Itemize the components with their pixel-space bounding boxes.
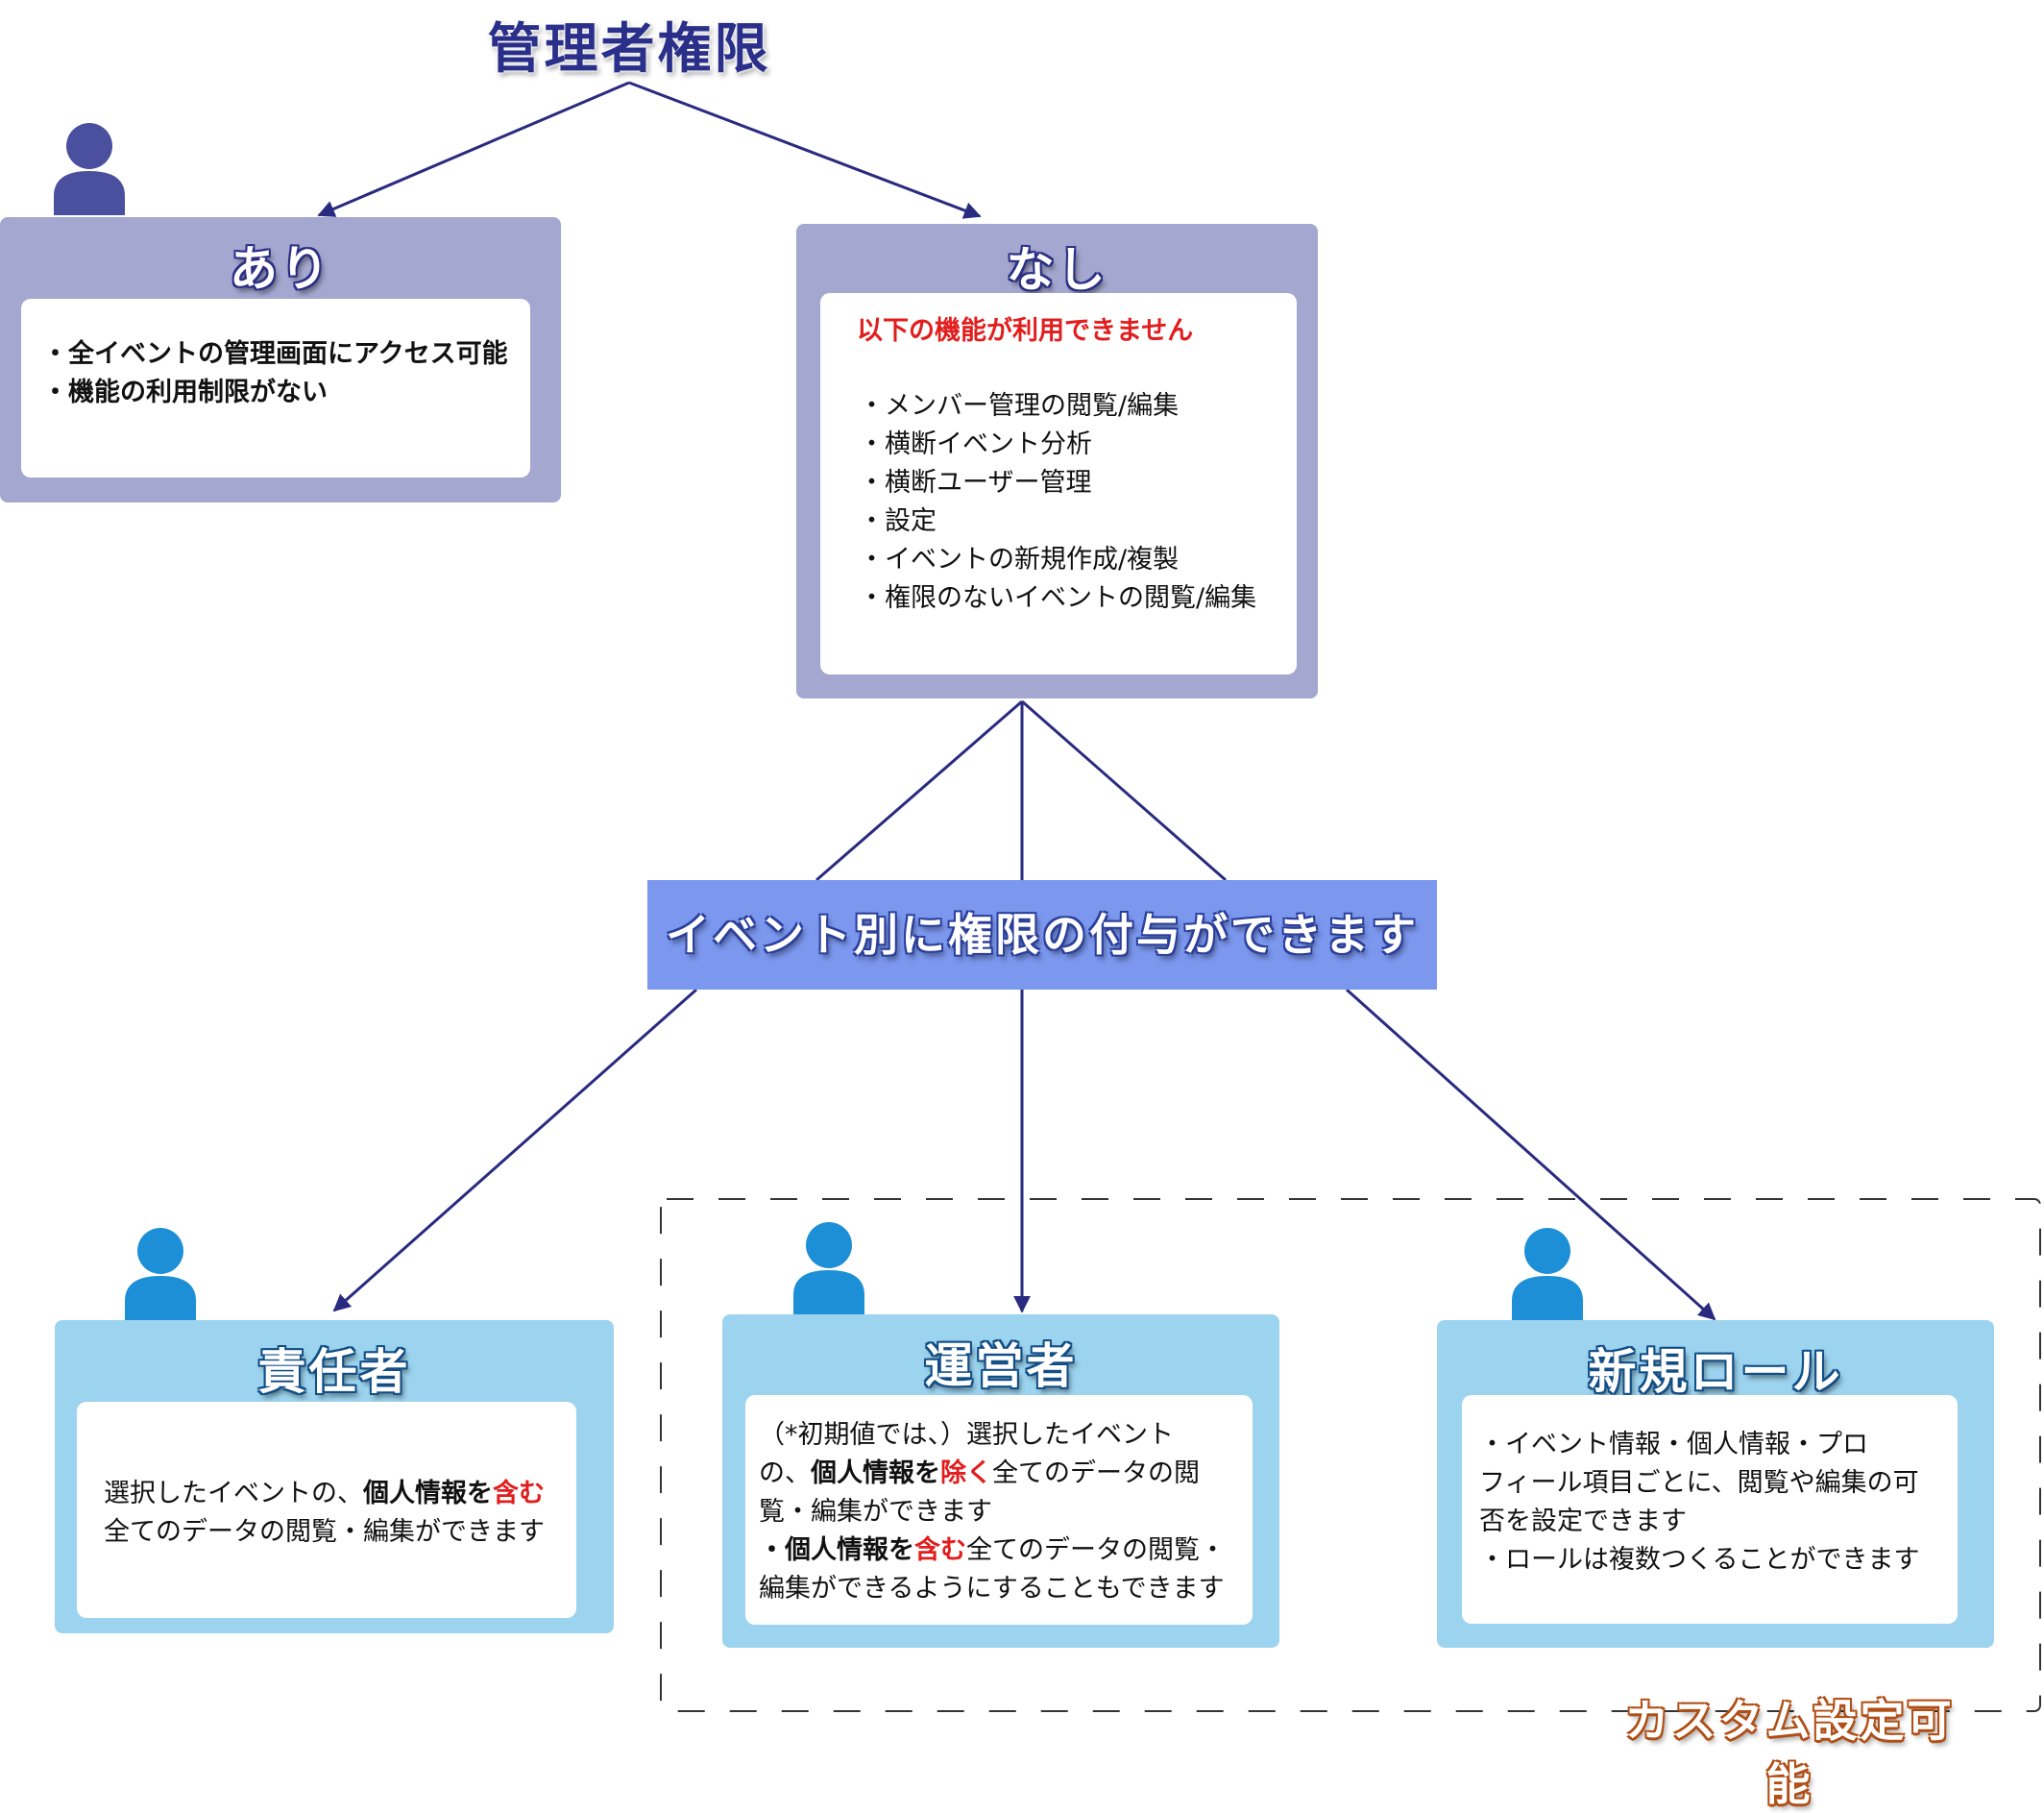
new-role-line-1: ・イベント情報・個人情報・プロ — [1479, 1430, 1868, 1459]
operator-line-5: 編集ができるようにすることもできます — [759, 1574, 1225, 1604]
admin-no-box: なし 以下の機能が利用できません ・メンバー管理の閲覧/編集 ・横断イベント分析… — [796, 224, 1318, 698]
text: の、 — [759, 1458, 811, 1488]
connector-lines — [317, 81, 2041, 1712]
operator-title: 運営者 — [924, 1338, 1078, 1394]
operator-line-3: 覧・編集ができます — [759, 1497, 992, 1527]
list-item: ・全イベントの管理画面にアクセス可能 — [42, 339, 508, 369]
admin-permission-title: 管理者権限 — [487, 18, 771, 81]
owner-description-line-1: 選択したイベントの、個人情報を含む — [104, 1475, 576, 1513]
operator-line-1: （*初期値では、）選択したイベント — [759, 1420, 1174, 1450]
list-item: ・機能の利用制限がない — [42, 378, 328, 407]
new-role-box: 新規ロール ・イベント情報・個人情報・プロ フィール項目ごとに、閲覧や編集の可 … — [1437, 1320, 1994, 1648]
list-item: ・権限のないイベントの閲覧/編集 — [859, 583, 1257, 613]
custom-settings-dashed-frame — [660, 1198, 2041, 1712]
arrow-title-to-yes — [317, 81, 630, 217]
list-item: ・横断ユーザー管理 — [859, 468, 1092, 498]
new-role-content: ・イベント情報・個人情報・プロ フィール項目ごとに、閲覧や編集の可 否を設定でき… — [1462, 1395, 1958, 1624]
user-icon — [1512, 1228, 1583, 1320]
text: 全てのデータの閲覧・ — [966, 1535, 1226, 1565]
list-item: ・メンバー管理の閲覧/編集 — [859, 391, 1180, 421]
event-permission-banner: イベント別に権限の付与ができます — [647, 880, 1437, 990]
owner-box: 責任者 選択したイベントの、個人情報を含む 全てのデータの閲覧・編集ができます — [55, 1320, 614, 1633]
personal-info-text: 個人情報を — [811, 1458, 940, 1488]
arrow-banner-to-new-role — [1345, 988, 1716, 1321]
text: 全てのデータの閲 — [992, 1458, 1200, 1488]
custom-settings-label: カスタム設定可能 — [1624, 1695, 1955, 1810]
admin-yes-content: ・全イベントの管理画面にアクセス可能 ・機能の利用制限がない — [21, 299, 530, 478]
new-role-title: 新規ロール — [1588, 1344, 1843, 1400]
operator-content: （*初期値では、）選択したイベント の、個人情報を除く全てのデータの閲 覧・編集… — [745, 1395, 1253, 1625]
owner-content: 選択したイベントの、個人情報を含む 全てのデータの閲覧・編集ができます — [77, 1402, 576, 1618]
text: 選択したイベントの、 — [104, 1479, 363, 1508]
admin-yes-title: あり — [230, 241, 331, 297]
user-icon — [793, 1222, 864, 1314]
admin-no-title: なし — [1006, 242, 1108, 298]
list-item: ・横断イベント分析 — [859, 429, 1092, 459]
arrow-banner-to-owner — [332, 988, 697, 1312]
list-item: ・イベントの新規作成/複製 — [859, 545, 1180, 575]
admin-no-content: 以下の機能が利用できません ・メンバー管理の閲覧/編集 ・横断イベント分析 ・横… — [820, 293, 1297, 674]
line-no-to-banner-right — [1021, 699, 1227, 882]
personal-info-text: ・個人情報を — [759, 1535, 914, 1565]
new-role-line-4: ・ロールは複数つくることができます — [1479, 1545, 1920, 1575]
operator-line-2: の、個人情報を除く全てのデータの閲 — [759, 1455, 1253, 1493]
list-item: ・設定 — [859, 506, 937, 536]
owner-description-line-2: 全てのデータの閲覧・編集ができます — [104, 1517, 545, 1547]
line-no-to-banner-left — [815, 699, 1023, 882]
include-highlight: 含む — [493, 1479, 545, 1508]
user-icon — [54, 123, 125, 215]
operator-line-4: ・個人情報を含む全てのデータの閲覧・ — [759, 1531, 1253, 1570]
arrow-title-to-no — [628, 81, 982, 219]
unavailable-warning: 以下の機能が利用できません — [857, 316, 1194, 346]
owner-title: 責任者 — [257, 1344, 411, 1400]
include-highlight: 含む — [914, 1535, 966, 1565]
new-role-line-2: フィール項目ごとに、閲覧や編集の可 — [1479, 1468, 1919, 1498]
operator-box: 運営者 （*初期値では、）選択したイベント の、個人情報を除く全てのデータの閲 … — [722, 1314, 1279, 1648]
user-icon — [125, 1228, 196, 1320]
new-role-line-3: 否を設定できます — [1479, 1507, 1687, 1536]
personal-info-text: 個人情報を — [363, 1479, 493, 1508]
admin-yes-box: あり ・全イベントの管理画面にアクセス可能 ・機能の利用制限がない — [0, 217, 561, 502]
exclude-highlight: 除く — [940, 1458, 992, 1488]
